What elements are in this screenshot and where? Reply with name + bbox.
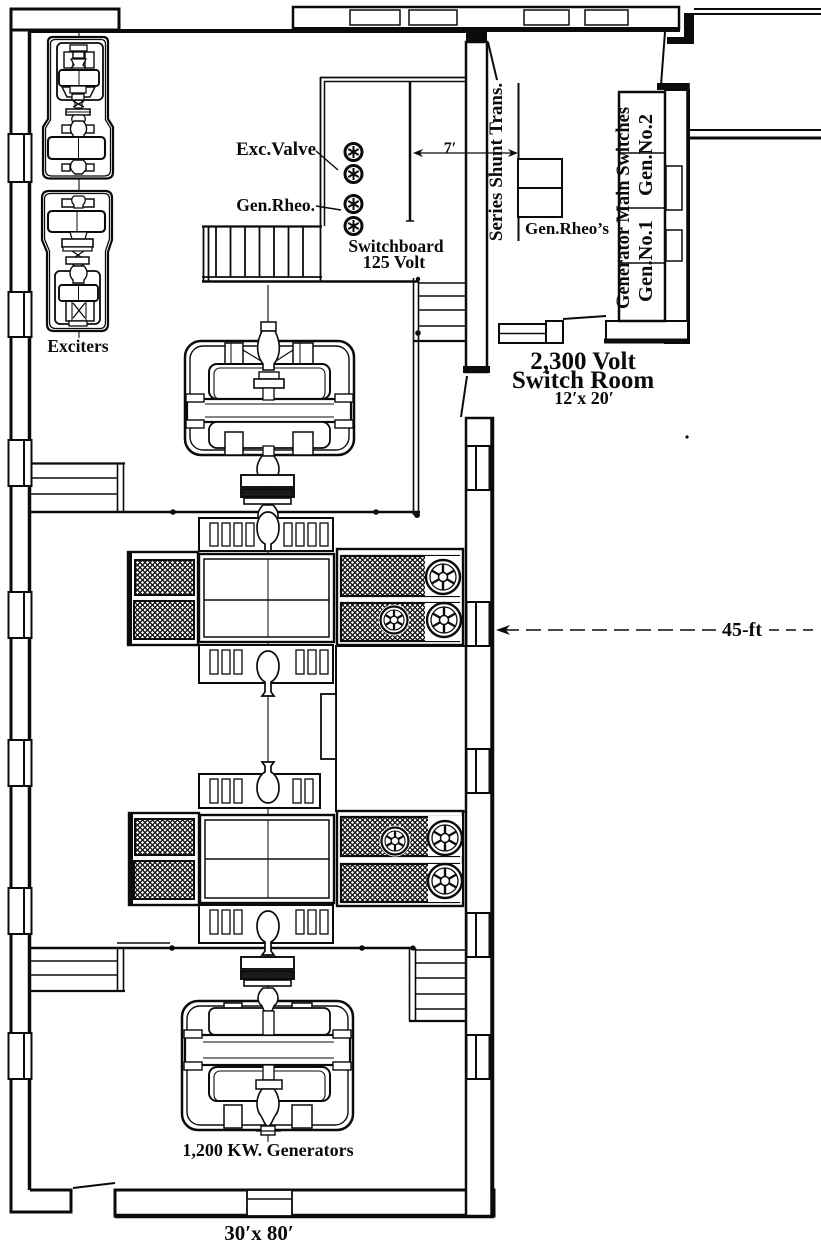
svg-text:45-ft: 45-ft — [722, 619, 762, 641]
svg-text:Gen.No.1: Gen.No.1 — [635, 220, 657, 302]
svg-text:1,200 KW. Generators: 1,200 KW. Generators — [182, 1140, 353, 1160]
svg-text:Gen.Rheo.: Gen.Rheo. — [236, 195, 315, 215]
svg-text:30′x 80′: 30′x 80′ — [224, 1221, 294, 1245]
svg-text:Switchboard: Switchboard — [348, 236, 444, 256]
svg-text:Exciters: Exciters — [47, 336, 108, 356]
svg-text:Switch Room: Switch Room — [512, 367, 655, 394]
svg-text:2,300 Volt: 2,300 Volt — [530, 348, 636, 375]
svg-text:12′x 20′: 12′x 20′ — [554, 388, 614, 408]
svg-text:Series Shunt Trans.: Series Shunt Trans. — [486, 83, 507, 241]
svg-text:Exc.Valve: Exc.Valve — [236, 139, 316, 160]
svg-text:Gen.No.2: Gen.No.2 — [635, 114, 657, 196]
svg-text:7′: 7′ — [444, 140, 457, 157]
svg-text:Generator Main Switches: Generator Main Switches — [614, 107, 634, 309]
svg-text:125 Volt: 125 Volt — [363, 252, 426, 272]
svg-text:Gen.Rheo’s: Gen.Rheo’s — [525, 219, 609, 238]
